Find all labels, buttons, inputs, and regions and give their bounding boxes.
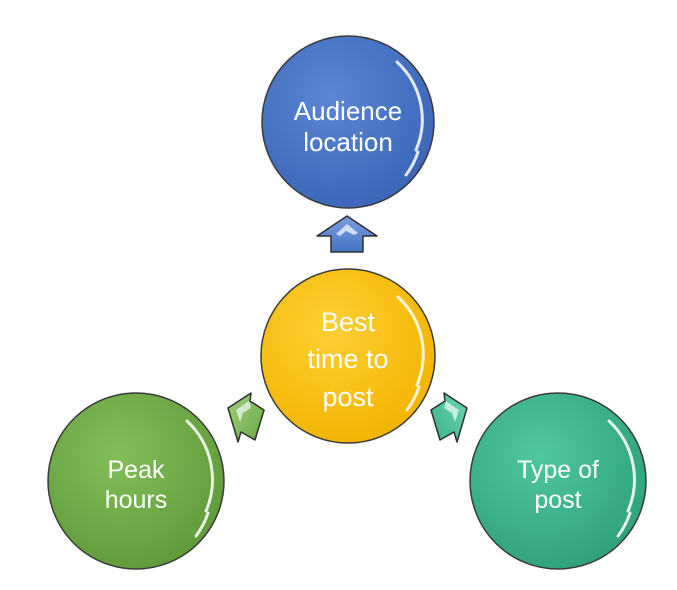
audience-location-label: Audience location xyxy=(262,57,434,197)
arrow-left-icon xyxy=(227,392,265,443)
type-of-post-label: Type of post xyxy=(472,405,644,565)
audience-location-line-2: location xyxy=(303,127,393,157)
node-peak-hours xyxy=(47,392,225,570)
type-of-post-line-1: Type of xyxy=(517,456,599,484)
arrow-up-icon xyxy=(316,215,378,253)
audience-location-line-1: Audience xyxy=(293,95,403,126)
best-time-line-3: post xyxy=(322,381,374,412)
type-of-post-line-2: post xyxy=(534,486,582,514)
peak-hours-line-1: Peak xyxy=(107,456,165,484)
arrow-right-icon xyxy=(430,392,468,443)
node-type-of-post xyxy=(469,392,647,570)
peak-hours-label: Peak hours xyxy=(50,405,222,565)
peak-hours-line-2: hours xyxy=(104,486,168,514)
node-best-time-to-post xyxy=(260,268,436,444)
best-time-line-2: time to xyxy=(307,344,389,375)
best-time-line-1: Best xyxy=(320,307,376,338)
node-audience-location xyxy=(261,35,435,209)
best-time-to-post-label: Best time to post xyxy=(262,280,434,440)
